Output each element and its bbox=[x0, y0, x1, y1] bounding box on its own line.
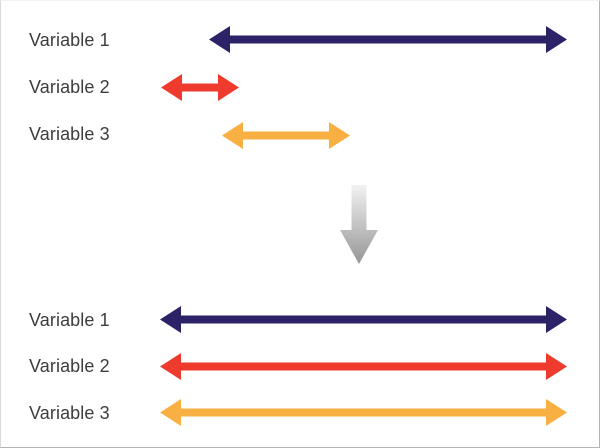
bottom-variable-3-arrow bbox=[160, 398, 567, 427]
bottom-variable-1-label: Variable 1 bbox=[29, 310, 110, 330]
top-variable-1-arrow bbox=[209, 25, 567, 54]
bottom-variable-2-label: Variable 2 bbox=[29, 356, 110, 376]
top-variable-1-label: Variable 1 bbox=[29, 30, 110, 50]
bottom-variable-3-label: Variable 3 bbox=[29, 403, 110, 423]
bottom-variable-2-arrow bbox=[160, 352, 567, 381]
bottom-variable-1-arrow bbox=[160, 305, 567, 334]
top-variable-3-arrow bbox=[222, 121, 350, 150]
top-variable-2-label: Variable 2 bbox=[29, 77, 110, 97]
down-arrow-icon bbox=[340, 185, 378, 269]
top-variable-2-arrow bbox=[161, 73, 239, 102]
top-variable-3-label: Variable 3 bbox=[29, 124, 110, 144]
